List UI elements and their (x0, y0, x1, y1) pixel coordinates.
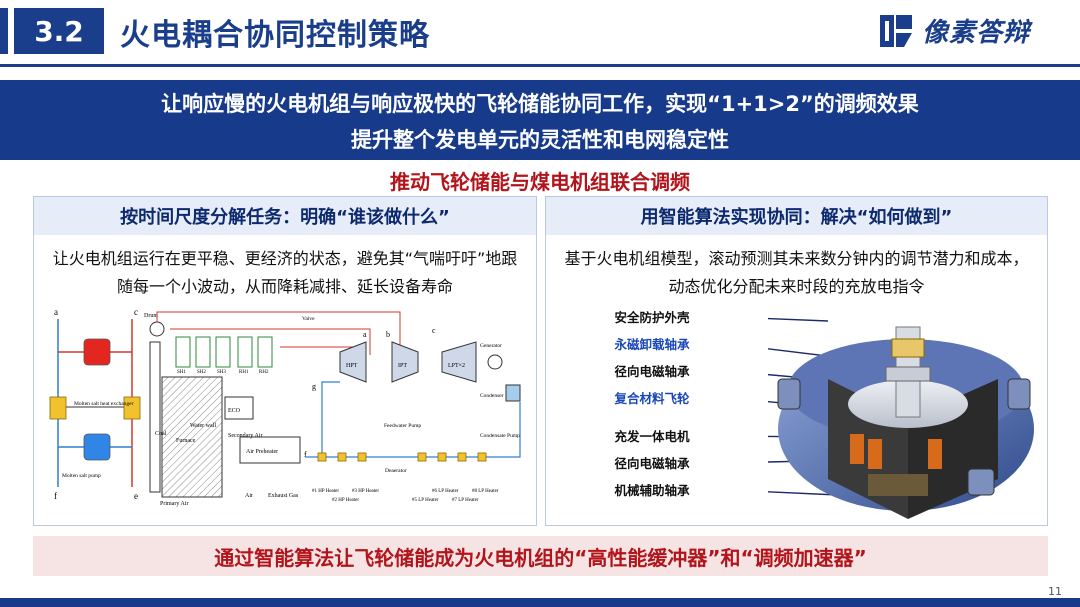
label-rh1: RH1 (239, 370, 249, 375)
label-sh2: SH2 (197, 370, 206, 375)
section-title: 火电耦合协同控制策略 (120, 10, 430, 54)
header-divider (0, 64, 1080, 67)
molten-salt-heat-exchanger-left (50, 397, 66, 419)
label-molten-salt-hx: Molten salt heat exchanger (74, 401, 134, 407)
logo-icon (878, 13, 914, 49)
flywheel-label-radial-bearing-upper: 径向电磁轴承 (582, 361, 722, 380)
label-lpt: LPT×2 (448, 363, 465, 369)
label-molten-salt-pump: Molten salt pump (62, 473, 101, 479)
flywheel-label-motor: 充发一体电机 (582, 426, 722, 445)
thermal-power-system-diagram: a f c e Molten salt heat exchanger Molte… (40, 307, 532, 522)
label-valve: Valve (302, 316, 315, 322)
page-number: 11 (1048, 585, 1062, 598)
sub-heading: 推动飞轮储能与煤电机组联合调频 (0, 166, 1080, 195)
label-heater-7: #7 LP Heater (452, 498, 479, 503)
label-heater-3: #3 HP Heater (352, 489, 379, 494)
superheaters (176, 337, 272, 367)
label-e: e (134, 491, 138, 501)
label-rh2: RH2 (259, 370, 269, 375)
label-coal: Coal (155, 431, 167, 437)
label-air: Air (245, 493, 253, 499)
left-panel-text: 让火电机组运行在更平稳、更经济的状态，避免其“气喘吁吁”地跟随每一个小波动，从而… (48, 245, 522, 301)
banner-line-1: 让响应慢的火电机组与响应极快的飞轮储能协同工作，实现“1+1>2”的调频效果 (0, 88, 1080, 118)
left-panel: 按时间尺度分解任务：明确“谁该做什么” 让火电机组运行在更平稳、更经济的状态，避… (33, 196, 537, 526)
right-panel-title: 用智能算法实现协同：解决“如何做到” (546, 197, 1047, 235)
label-feedwater-pump: Feedwater Pump (384, 423, 421, 429)
hot-salt-tank (84, 339, 110, 365)
label-sh3: SH3 (217, 370, 226, 375)
cold-salt-tank (84, 434, 110, 460)
flywheel-label-radial-bearing-lower: 径向电磁轴承 (582, 453, 722, 472)
label-c-right: c (432, 326, 436, 335)
left-panel-title: 按时间尺度分解任务：明确“谁该做什么” (34, 197, 536, 235)
label-f-left: f (54, 491, 57, 501)
right-panel: 用智能算法实现协同：解决“如何做到” 基于火电机组模型，滚动预测其未来数分钟内的… (545, 196, 1048, 526)
label-condenser: Condenser (480, 393, 504, 399)
label-f-right: f (304, 450, 307, 459)
footer-bar (0, 598, 1080, 607)
flywheel-label-housing: 安全防护外壳 (582, 307, 722, 326)
label-heater-8: #8 LP Heater (472, 489, 499, 494)
label-hpt: HPT (346, 363, 358, 369)
label-a-right: a (363, 330, 367, 339)
label-generator: Generator (480, 343, 502, 349)
label-secondary-air: Secondary Air (228, 433, 263, 439)
label-b: b (386, 330, 390, 339)
label-ipt: IPT (398, 363, 407, 369)
label-furnace: Furnace (176, 438, 196, 444)
condenser-symbol (506, 385, 520, 401)
label-g: g (312, 382, 316, 391)
label-exhaust-gas: Exhaust Gas (268, 493, 299, 499)
label-water-wall: Water wall (190, 423, 216, 429)
right-panel-text: 基于火电机组模型，滚动预测其未来数分钟内的调节潜力和成本，动态优化分配未来时段的… (560, 245, 1033, 301)
label-deaerator: Deaerator (385, 468, 407, 474)
turbines (340, 342, 476, 382)
label-heater-6: #6 LP Heater (432, 489, 459, 494)
label-sh1: SH1 (177, 370, 186, 375)
label-condensate-pump: Condensate Pump (480, 433, 520, 439)
label-heater-2: #2 HP Heater (332, 498, 359, 503)
conclusion-strip: 通过智能算法让飞轮储能成为火电机组的“高性能缓冲器”和“调频加速器” (33, 536, 1048, 576)
label-eco: ECO (228, 408, 241, 414)
brand-logo: 像素答辩 (878, 12, 1030, 49)
label-heater-5: #5 LP Heater (412, 498, 439, 503)
label-drum: Drum (144, 313, 158, 319)
flywheel-label-rotor: 复合材料飞轮 (582, 388, 722, 407)
label-primary-air: Primary Air (160, 501, 189, 507)
section-number: 3.2 (14, 8, 104, 54)
label-heater-1: #1 HP Heater (312, 489, 339, 494)
label-air-preheater: Air Preheater (246, 449, 278, 455)
summary-banner: 让响应慢的火电机组与响应极快的飞轮储能协同工作，实现“1+1>2”的调频效果 提… (0, 80, 1080, 160)
flywheel-cutaway-illustration (768, 309, 1044, 521)
slide-header: 3.2 火电耦合协同控制策略 像素答辩 (0, 0, 1080, 78)
generator-symbol (488, 355, 502, 369)
flywheel-label-pm-bearing: 永磁卸载轴承 (582, 334, 722, 353)
label-c-left: c (134, 307, 138, 317)
section-accent-bar (0, 8, 8, 54)
flywheel-label-aux-bearing: 机械辅助轴承 (582, 480, 722, 499)
logo-text: 像素答辩 (922, 12, 1030, 49)
banner-line-2: 提升整个发电单元的灵活性和电网稳定性 (0, 124, 1080, 154)
label-a: a (54, 307, 58, 317)
